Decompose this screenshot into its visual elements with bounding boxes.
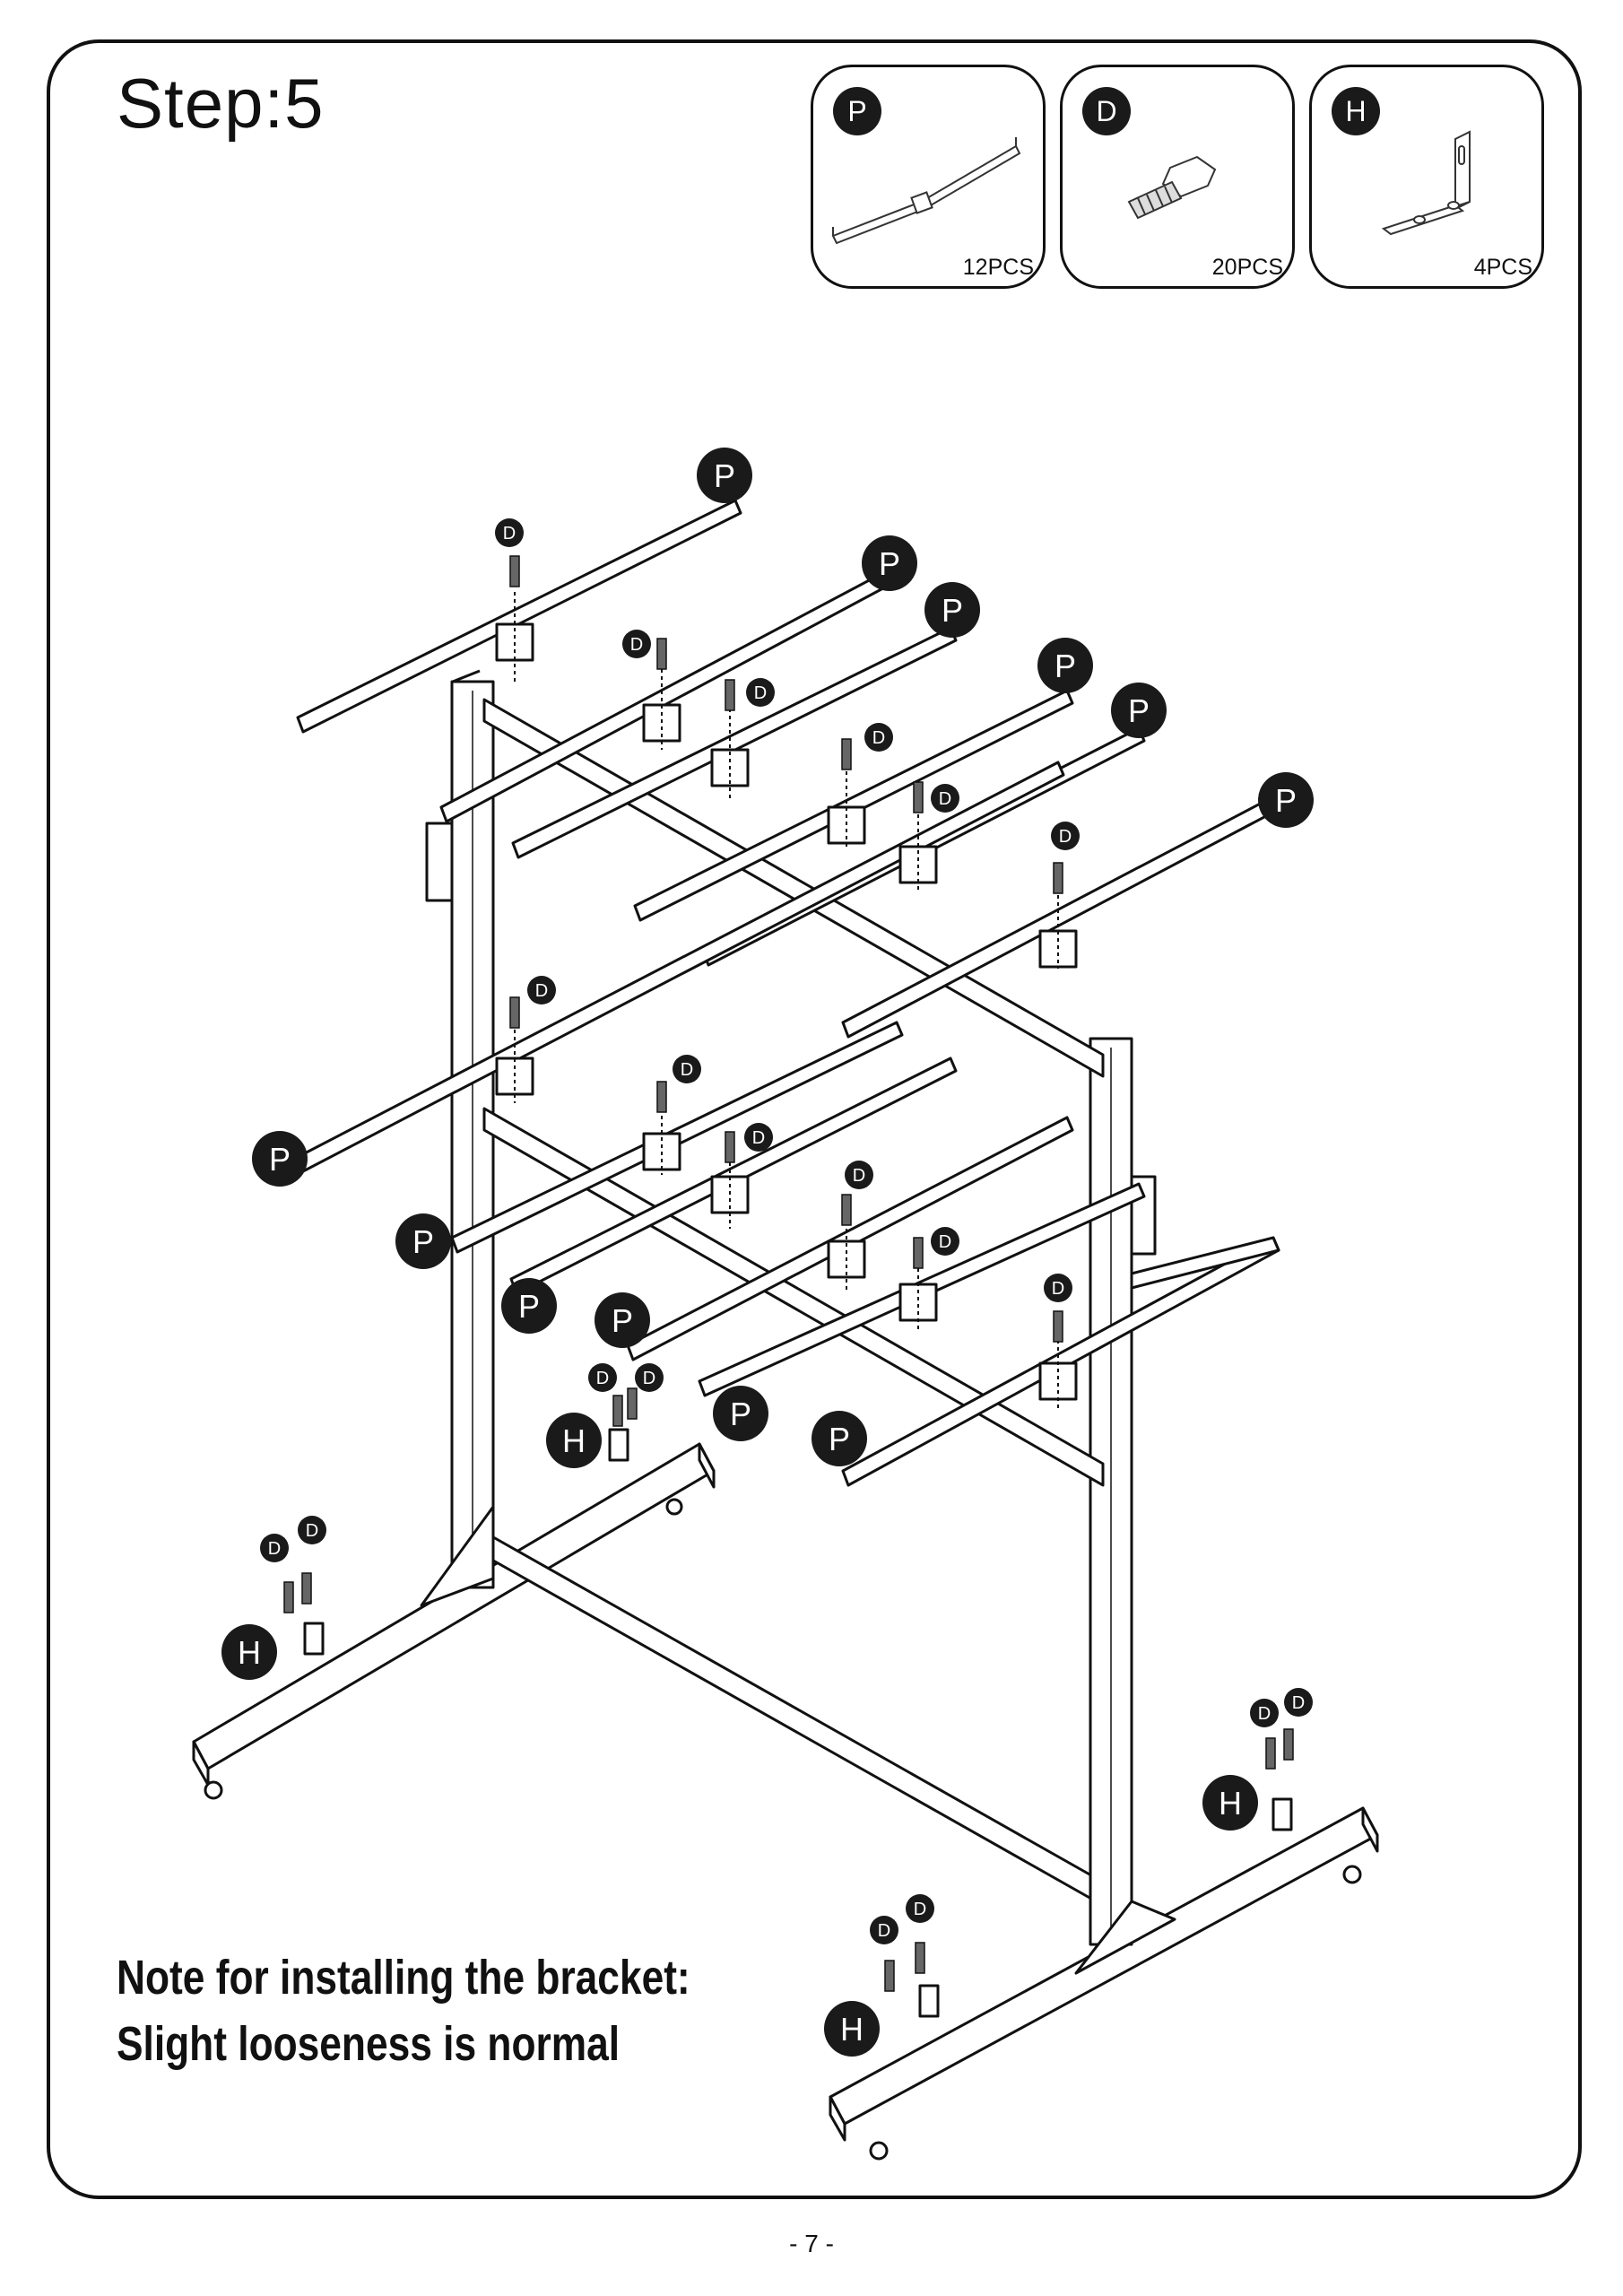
part-d-badge: [864, 723, 893, 752]
part-d-badge: [931, 1227, 959, 1256]
part-d-badge: [298, 1516, 326, 1544]
part-p-badge: [252, 1131, 308, 1187]
part-d-badge: [635, 1363, 664, 1392]
note-line-2: Slight looseness is normal: [117, 2017, 621, 2071]
part-p-badge-label: P: [612, 1302, 633, 1339]
arm: [511, 626, 958, 859]
part-p-badge: [924, 582, 980, 638]
part-p-badge: [1258, 772, 1314, 828]
lower-cross-tube: [482, 1107, 1105, 1487]
part-d-badge-label: D: [535, 981, 548, 1001]
part-d-badge: [906, 1894, 934, 1923]
part-quantity: 20PCS: [1211, 255, 1283, 280]
part-d-badge-label: D: [914, 1900, 926, 1919]
part-p-badge: [697, 448, 752, 503]
part-d-badge: [1044, 1274, 1072, 1302]
part-d-badge: [1284, 1688, 1313, 1717]
part-d-badge-label: D: [306, 1521, 318, 1541]
part-p-badge-label: P: [942, 592, 963, 629]
page-border: [47, 39, 1582, 2199]
callout-badges: P P P P P P P P P P P P D D D D D D D D D D D D D D D D D D D D H H H H: [221, 448, 1314, 2057]
page-number: - 7 -: [789, 2230, 834, 2257]
part-h-badge-label: H: [562, 1422, 586, 1459]
part-d-badge-label: D: [268, 1539, 281, 1559]
part-p-badge-label: P: [714, 457, 735, 494]
step-title: Step:5: [117, 64, 325, 143]
part-d-badge-label: D: [872, 728, 885, 748]
part-d-badge: [744, 1123, 773, 1152]
part-p-badge: [1111, 683, 1167, 738]
part-d-badge-label: D: [1059, 827, 1072, 847]
part-d-badge: [931, 784, 959, 813]
part-letter-badge: D: [1082, 87, 1131, 135]
part-quantity: 12PCS: [962, 255, 1034, 280]
part-p-badge-label: P: [879, 545, 900, 582]
part-d-badge: [870, 1916, 898, 1944]
part-h-badge: [824, 2001, 880, 2057]
arm: [296, 499, 742, 734]
part-d-badge: [527, 976, 556, 1004]
part-box-p: P 12PCS: [811, 65, 1046, 289]
part-d-badge: [845, 1161, 873, 1189]
part-d-badge: [260, 1534, 289, 1562]
part-d-badge-label: D: [630, 635, 643, 655]
part-p-badge-label: P: [1128, 692, 1150, 729]
part-p-badge: [1037, 638, 1093, 693]
part-d-badge: [1250, 1699, 1279, 1727]
part-h-badge-label: H: [1219, 1785, 1242, 1822]
installation-note: Note for installing the bracket: Slight …: [117, 1944, 690, 2077]
arm: [1130, 1236, 1280, 1290]
part-d-badge-label: D: [1258, 1704, 1271, 1724]
part-p-badge: [395, 1213, 451, 1269]
part-d-badge-label: D: [853, 1166, 865, 1186]
part-d-badge-label: D: [939, 1232, 951, 1252]
part-d-badge-label: D: [596, 1369, 609, 1388]
part-quantity: 4PCS: [1473, 255, 1532, 280]
part-p-badge-label: P: [412, 1223, 434, 1260]
part-p-badge: [862, 535, 917, 591]
part-h-badge: [546, 1413, 602, 1468]
part-d-badge: [495, 518, 524, 547]
part-d-badge-label: D: [878, 1921, 890, 1941]
part-d-badge: [673, 1055, 701, 1083]
part-d-badge: [746, 678, 775, 707]
arm: [626, 1116, 1074, 1361]
part-d-badge-label: D: [754, 683, 767, 703]
part-h-badge: [1202, 1775, 1258, 1831]
part-p-badge-label: P: [1055, 648, 1076, 684]
part-letter-badge: P: [833, 87, 881, 135]
note-line-1: Note for installing the bracket:: [117, 1951, 690, 2005]
arm: [633, 689, 1074, 922]
part-p-badge-label: P: [730, 1396, 751, 1432]
part-h-badge-label: H: [840, 2011, 864, 2048]
part-d-badge-label: D: [1052, 1279, 1064, 1299]
part-d-badge-label: D: [681, 1060, 693, 1080]
part-p-badge: [501, 1278, 557, 1334]
part-h-badge-label: H: [238, 1634, 261, 1671]
part-letter-badge: H: [1332, 87, 1380, 135]
part-p-badge-label: P: [829, 1421, 850, 1457]
part-d-badge-label: D: [1292, 1693, 1305, 1713]
part-box-h: H 4PCS: [1309, 65, 1544, 289]
part-box-d: D 20PCS: [1060, 65, 1295, 289]
part-p-badge: [812, 1411, 867, 1466]
part-h-badge: [221, 1624, 277, 1680]
part-d-badge-label: D: [503, 524, 516, 544]
hanger-arm-icon: [831, 137, 1021, 245]
part-d-badge: [1051, 822, 1080, 850]
bottom-crossbar: [479, 1528, 1114, 1912]
part-d-badge-label: D: [939, 789, 951, 809]
bolt-icon: [1127, 155, 1217, 220]
part-p-badge-label: P: [1275, 782, 1297, 819]
part-p-badge: [595, 1292, 650, 1348]
part-p-badge-label: P: [269, 1141, 291, 1178]
l-bracket-icon: [1381, 130, 1471, 236]
part-d-badge-label: D: [643, 1369, 655, 1388]
part-d-badge-label: D: [752, 1128, 765, 1148]
part-p-badge-label: P: [518, 1288, 540, 1325]
part-d-badge: [588, 1363, 617, 1392]
part-d-badge: [622, 630, 651, 658]
part-p-badge: [713, 1386, 768, 1441]
